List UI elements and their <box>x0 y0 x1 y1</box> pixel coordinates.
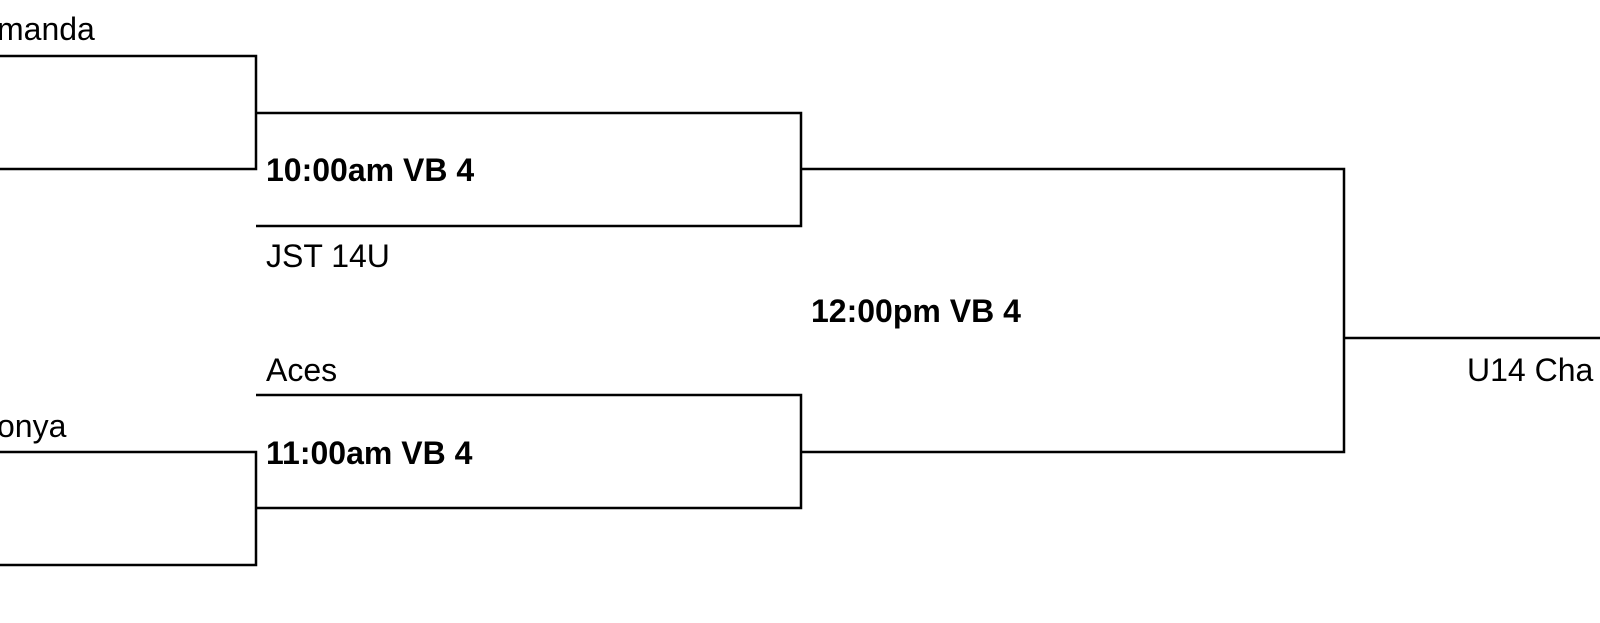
team-label-top: manda <box>0 11 95 47</box>
champion-title: U14 Cha <box>1467 352 1594 388</box>
match-slot-2: 11:00am VB 4 <box>266 435 473 471</box>
bracket-line-final <box>801 167 1346 454</box>
team-label-bottom: onya <box>0 408 67 444</box>
bracket-line-r1-bottom <box>0 450 258 567</box>
match-slot-final: 12:00pm VB 4 <box>811 293 1021 329</box>
team-label-match2: Aces <box>266 352 337 388</box>
match-slot-1: 10:00am VB 4 <box>266 152 474 188</box>
team-label-match1: JST 14U <box>266 238 390 274</box>
bracket-line-r1-top <box>0 54 258 171</box>
